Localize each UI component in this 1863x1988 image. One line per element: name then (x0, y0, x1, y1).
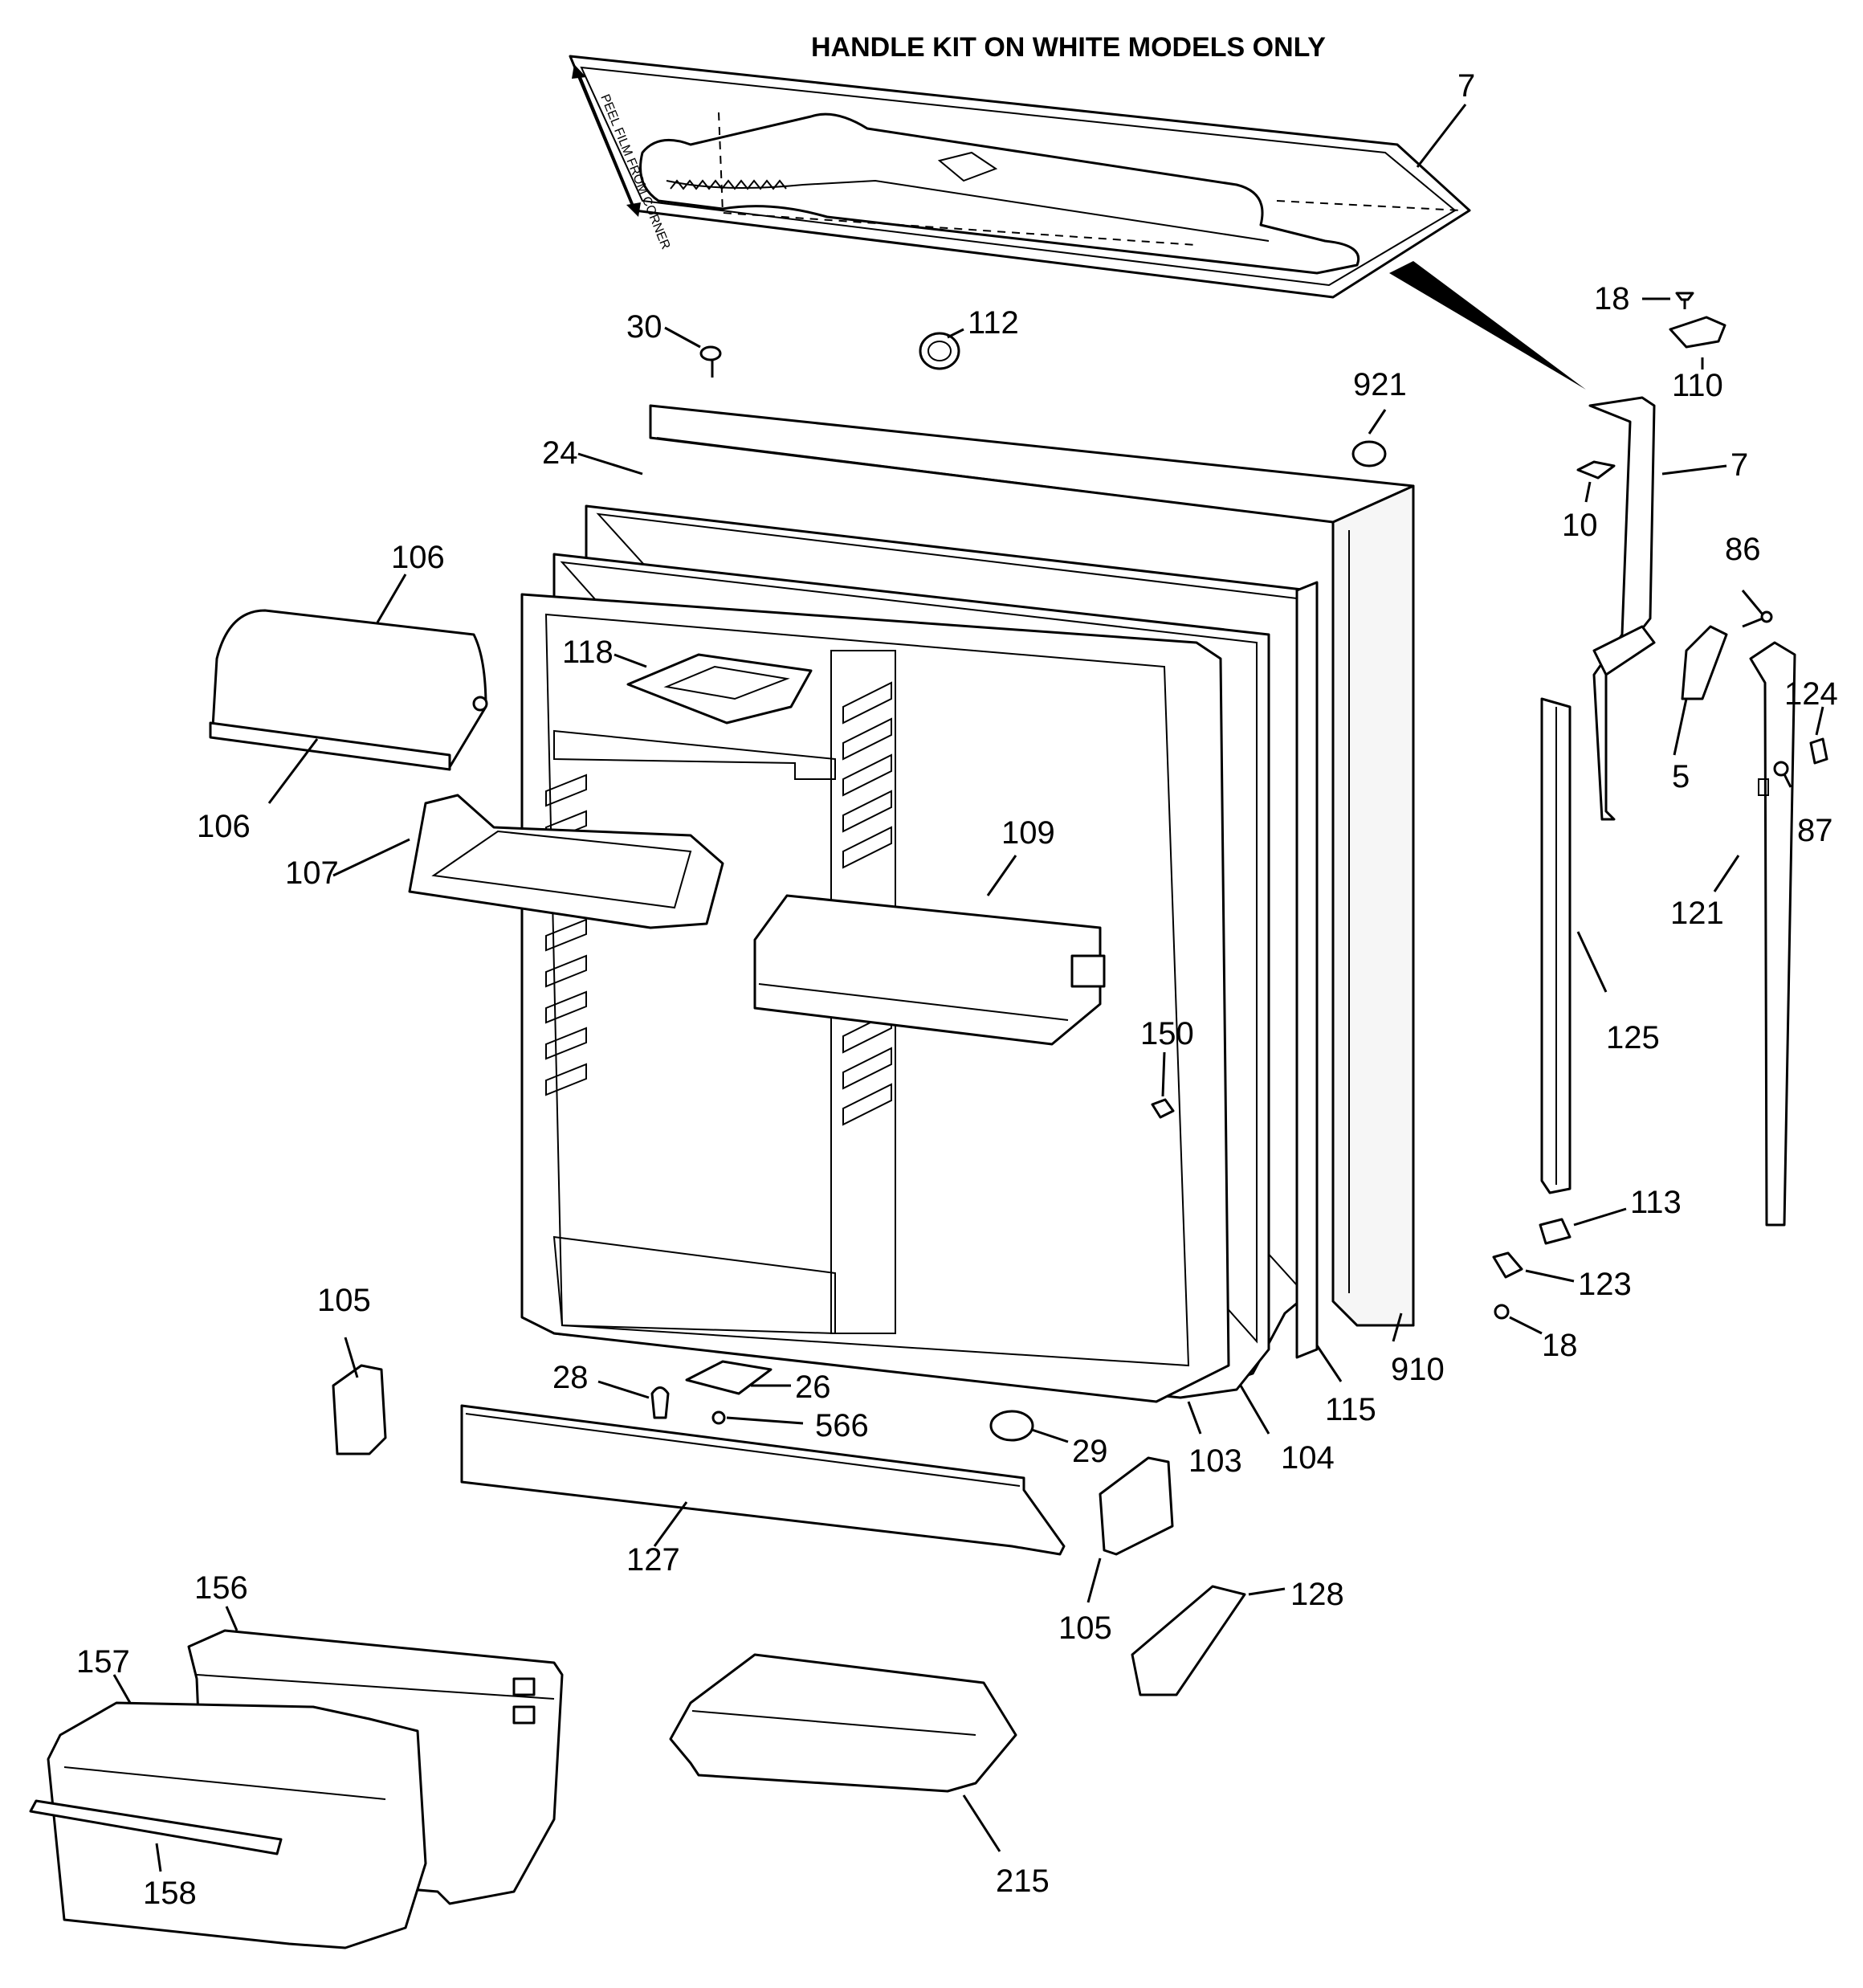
callout-18-bottom: 18 (1542, 1328, 1578, 1363)
door-stop-150 (1151, 1098, 1175, 1119)
callout-labels: 7 18 110 30 112 921 24 7 10 86 106 106 1… (76, 68, 1838, 1911)
callout-29: 29 (1072, 1434, 1108, 1469)
callout-30: 30 (626, 309, 662, 345)
bracket-105-left (332, 1364, 387, 1455)
callout-28: 28 (552, 1360, 589, 1395)
shelf-118 (626, 653, 813, 725)
peel-film-arrow (572, 64, 641, 217)
trim-125 (1540, 697, 1572, 1194)
door-bin-215 (669, 1653, 1017, 1793)
callout-566: 566 (815, 1408, 869, 1443)
drawer-handle-158 (29, 1799, 283, 1855)
screw-30 (699, 345, 722, 378)
callout-106-bottom: 106 (197, 809, 251, 844)
callout-110: 110 (1672, 368, 1723, 403)
callout-112: 112 (968, 305, 1019, 341)
shelf-rails-center (842, 681, 892, 1126)
callout-123: 123 (1578, 1267, 1632, 1302)
callout-106-top: 106 (391, 540, 445, 575)
callout-118: 118 (562, 635, 614, 670)
pin-28 (650, 1386, 670, 1419)
callout-113: 113 (1630, 1185, 1682, 1220)
callout-109: 109 (1001, 815, 1055, 851)
crisper-drawer-157 (47, 1701, 427, 1949)
callout-121: 121 (1670, 896, 1724, 931)
gasket-strip (1295, 581, 1319, 1359)
callout-24: 24 (542, 435, 578, 471)
leader-lines (112, 104, 1824, 1872)
callout-127: 127 (626, 1542, 680, 1578)
callout-7-kit: 7 (1457, 68, 1475, 104)
callout-87: 87 (1797, 813, 1833, 848)
callout-107: 107 (285, 855, 339, 891)
screw-18-bottom (1494, 1304, 1510, 1320)
dairy-door-106 (209, 609, 488, 771)
screw-18-top (1675, 292, 1694, 309)
trim-121 (1749, 641, 1796, 1227)
screw-87 (1773, 761, 1792, 788)
callout-910: 910 (1391, 1352, 1445, 1387)
callout-157: 157 (76, 1644, 130, 1680)
callout-156: 156 (194, 1570, 248, 1606)
bracket-105-right (1099, 1456, 1174, 1556)
hinge-10 (1576, 460, 1616, 480)
callout-103: 103 (1188, 1443, 1242, 1479)
callout-5: 5 (1672, 759, 1690, 794)
screw-86 (1742, 610, 1773, 628)
callout-128: 128 (1290, 1577, 1344, 1612)
callout-124: 124 (1784, 676, 1838, 712)
plug-921 (1351, 440, 1387, 467)
callout-105-left: 105 (317, 1283, 371, 1318)
callout-150: 150 (1140, 1016, 1194, 1051)
kit-pointer-wedge (1389, 261, 1586, 390)
diagram-heading: HANDLE KIT ON WHITE MODELS ONLY (811, 32, 1326, 63)
handle-kit-package: PEEL FILM FROM CORNER (569, 55, 1471, 299)
door-bin-109 (753, 894, 1106, 1046)
plug-29 (989, 1410, 1034, 1442)
handle-7 (1588, 396, 1656, 821)
clip-124 (1809, 737, 1828, 765)
plug-112 (919, 332, 960, 370)
cap-113 (1539, 1218, 1572, 1245)
callout-115: 115 (1325, 1392, 1376, 1427)
hinge-cover-110 (1669, 316, 1726, 349)
callout-104: 104 (1281, 1440, 1335, 1476)
callout-7-handle: 7 (1731, 447, 1748, 483)
callout-26: 26 (795, 1370, 831, 1405)
callout-921: 921 (1353, 367, 1407, 402)
callout-158: 158 (143, 1876, 197, 1911)
callout-125: 125 (1606, 1020, 1660, 1055)
callout-18-top: 18 (1594, 281, 1630, 316)
plate-26 (685, 1360, 773, 1395)
screw-566 (711, 1410, 726, 1425)
bracket-5 (1681, 625, 1728, 700)
guard-128 (1131, 1585, 1246, 1696)
callout-105-right: 105 (1058, 1610, 1112, 1646)
door-outer-panel (649, 404, 1415, 1327)
callout-215: 215 (996, 1863, 1050, 1899)
callout-86: 86 (1725, 532, 1761, 567)
door-bin-107 (408, 794, 724, 929)
bracket-123 (1492, 1251, 1523, 1279)
callout-10: 10 (1562, 508, 1598, 543)
crisper-rail-127 (460, 1404, 1066, 1556)
